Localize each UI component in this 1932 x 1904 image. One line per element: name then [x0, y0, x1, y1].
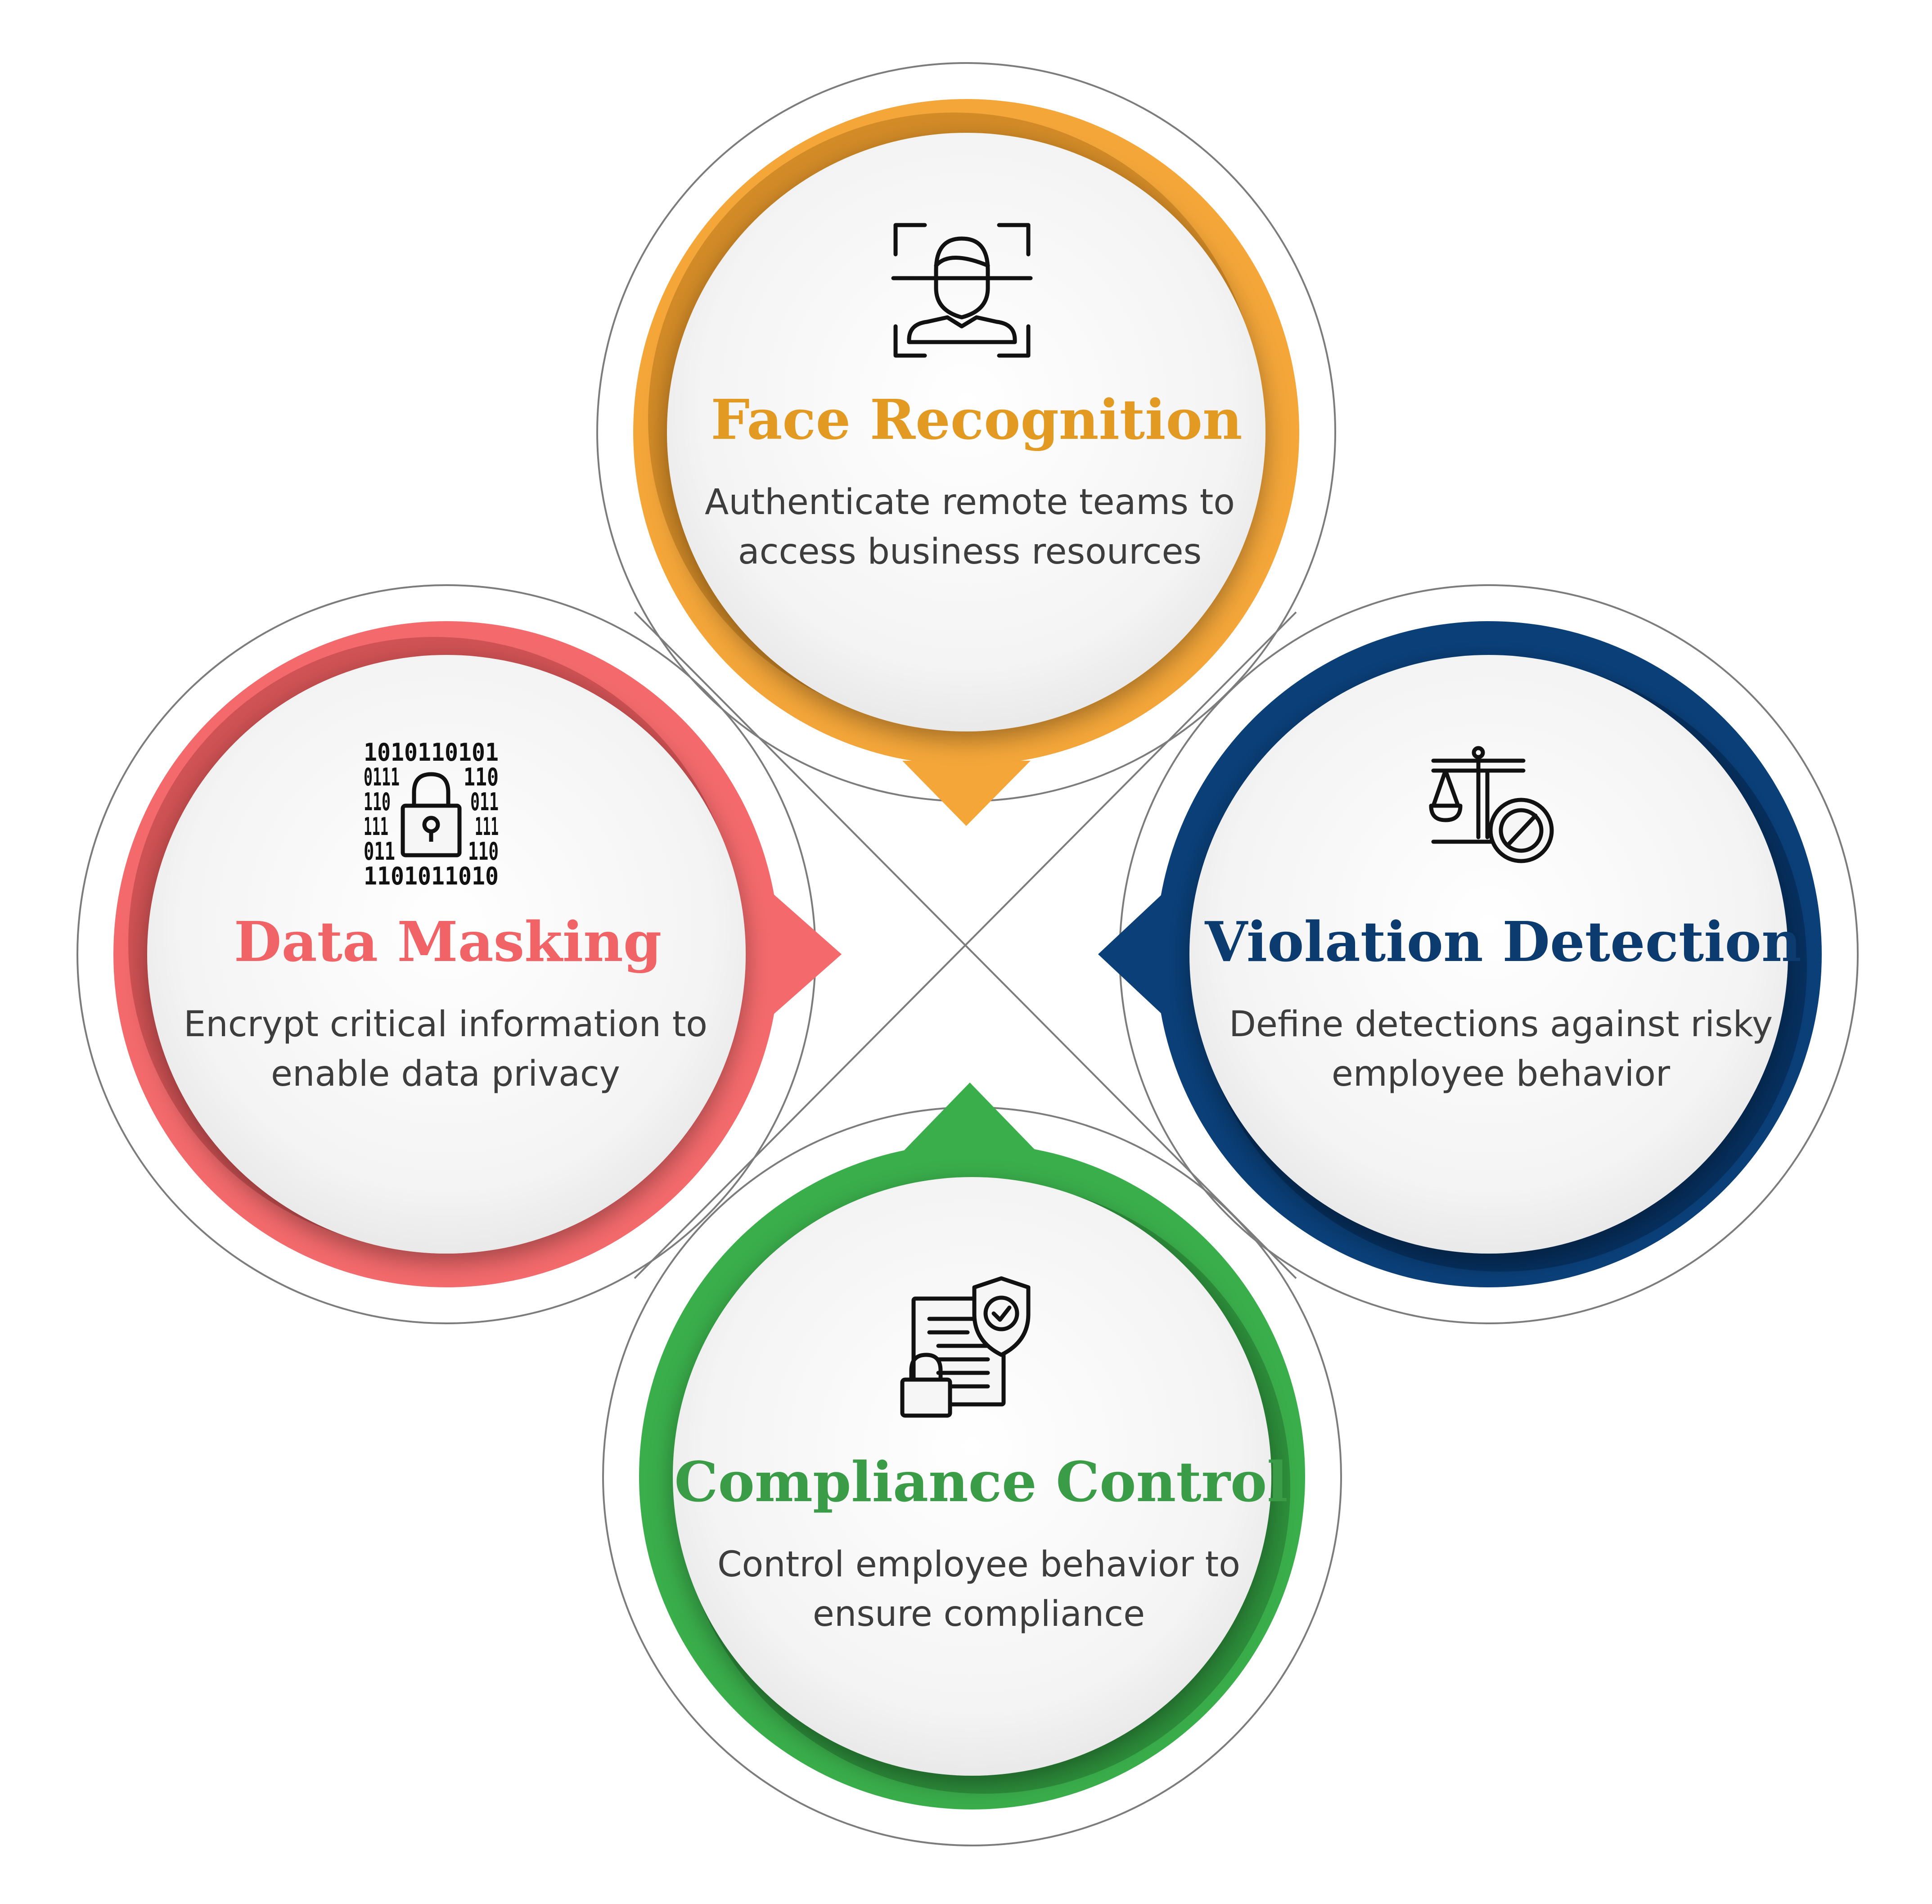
card-description-line: enable data privacy	[271, 1054, 620, 1094]
svg-text:1010110101: 1010110101	[364, 738, 499, 767]
svg-text:110: 110	[464, 763, 499, 791]
document-shield-lock-icon	[900, 1276, 1031, 1418]
card-description-line: Control employee behavior to	[717, 1544, 1240, 1585]
card-title: Face Recognition	[711, 387, 1242, 452]
card-face-recognition: Face Recognition Authenticate remote tea…	[633, 99, 1299, 826]
card-description-line: Authenticate remote teams to	[705, 482, 1235, 523]
card-description-line: Encrypt critical information to	[184, 1004, 707, 1045]
card-data-masking: 1010110101 0111 110 110 011 111 111 011 …	[113, 621, 842, 1287]
svg-text:011: 011	[470, 788, 499, 816]
binary-lock-icon: 1010110101 0111 110 110 011 111 111 011 …	[364, 738, 499, 890]
svg-text:110: 110	[468, 837, 499, 866]
svg-text:110: 110	[364, 788, 391, 816]
face-scan-icon	[891, 223, 1033, 358]
card-compliance-control: Compliance Control Control employee beha…	[639, 1083, 1305, 1809]
svg-text:111: 111	[475, 812, 499, 841]
pointer-bottom	[900, 1083, 1040, 1155]
card-title: Violation Detection	[1204, 909, 1801, 974]
card-violation-detection: Violation Detection Define detections ag…	[1098, 621, 1822, 1287]
pointer-right	[1098, 887, 1170, 1022]
scales-prohibited-icon	[1429, 746, 1554, 863]
svg-text:011: 011	[364, 837, 395, 866]
svg-text:0111: 0111	[364, 763, 400, 791]
svg-text:1101011010: 1101011010	[364, 862, 499, 890]
inner-disc-bottom	[673, 1177, 1271, 1776]
inner-disc-right	[1189, 655, 1788, 1254]
pointer-top	[902, 761, 1031, 826]
card-description-line: ensure compliance	[813, 1594, 1145, 1634]
pointer-left	[765, 887, 842, 1022]
card-title: Compliance Control	[674, 1449, 1288, 1514]
cross-line-b	[634, 611, 1297, 1279]
card-title: Data Masking	[234, 909, 662, 974]
inner-disc-left	[147, 655, 746, 1254]
card-description-line: Define detections against risky	[1229, 1004, 1773, 1045]
card-description-line: access business resources	[738, 532, 1202, 572]
inner-disc-top	[667, 133, 1265, 731]
svg-text:111: 111	[364, 812, 388, 841]
card-description-line: employee behavior	[1332, 1054, 1671, 1094]
